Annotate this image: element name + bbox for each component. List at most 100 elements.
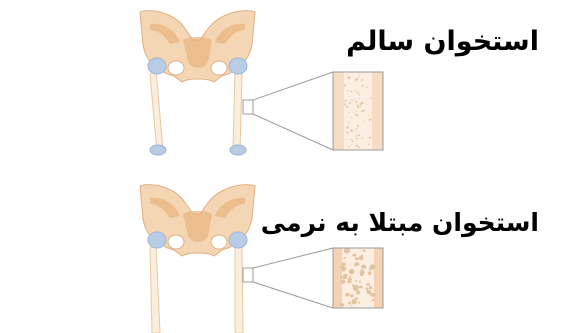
bone-pore xyxy=(346,106,349,108)
bone-pore xyxy=(350,129,352,132)
bone-pore xyxy=(369,286,372,289)
bone-pore xyxy=(347,90,349,91)
bone-pore xyxy=(355,79,358,81)
healthy-bone-label: استخوان سالم xyxy=(346,26,539,57)
bone-pore xyxy=(356,138,358,140)
bone-pore xyxy=(348,77,349,78)
bone-pore xyxy=(368,116,369,117)
bone-pore xyxy=(341,279,346,284)
bone-pore xyxy=(348,122,349,123)
bone-pore xyxy=(356,290,360,294)
left-femur xyxy=(150,244,160,333)
healthy-bone-cross-section xyxy=(333,72,383,150)
bone-pore xyxy=(355,90,357,91)
bone-pore xyxy=(370,112,371,113)
bone-pore xyxy=(361,265,366,269)
bone-pore xyxy=(352,299,357,304)
bone-pore xyxy=(356,114,358,116)
bone-pore xyxy=(354,265,356,267)
zoom-marker xyxy=(243,100,253,114)
bone-pore xyxy=(348,302,351,305)
healthy-skeleton xyxy=(140,11,255,155)
bone-pore xyxy=(343,257,346,259)
bone-pore xyxy=(360,106,361,107)
bone-pore xyxy=(353,76,354,77)
bone-pore xyxy=(372,299,375,301)
bone-pore xyxy=(345,293,349,297)
healthy-zoom-callout xyxy=(243,72,333,150)
bone-pore xyxy=(351,100,353,101)
osteoporosis-skeleton xyxy=(140,185,255,333)
bone-pore xyxy=(369,137,371,139)
bone-pore xyxy=(350,139,352,140)
bone-pore xyxy=(357,104,358,105)
bone-pore xyxy=(359,75,361,76)
pelvis xyxy=(140,11,255,82)
zoom-marker xyxy=(243,268,253,282)
bone-pore xyxy=(366,283,370,286)
bone-pore xyxy=(344,267,346,269)
bone-pore xyxy=(340,303,344,306)
bone-pore xyxy=(346,139,347,140)
bone-pore xyxy=(357,125,359,127)
bone-pore xyxy=(361,110,363,112)
pelvis xyxy=(140,185,255,256)
bone-pore xyxy=(349,269,355,274)
bone-pore xyxy=(359,281,361,283)
bone-pore xyxy=(357,106,359,108)
bone-pore xyxy=(356,111,357,112)
bone-pore xyxy=(366,87,368,88)
bone-pore xyxy=(344,104,346,106)
bone-pore xyxy=(351,117,352,118)
bone-pore xyxy=(349,96,350,97)
bone-pore xyxy=(355,135,357,136)
bone-pore xyxy=(353,99,354,100)
bone-pore xyxy=(358,146,360,148)
bone-pore xyxy=(359,98,360,99)
bone-pore xyxy=(350,91,352,92)
bone-pore xyxy=(344,84,346,86)
bone-pore xyxy=(350,305,352,306)
bone-pore xyxy=(342,263,346,266)
bone-pore xyxy=(368,143,370,145)
bone-pore xyxy=(359,286,363,289)
bone-pore xyxy=(364,110,365,111)
bone-pore xyxy=(370,119,372,120)
bone-pore xyxy=(356,145,358,147)
bone-pore xyxy=(370,97,372,98)
bone-pore xyxy=(358,94,360,95)
bone-pore xyxy=(347,127,349,129)
bone-pore xyxy=(356,128,358,130)
left-femur xyxy=(150,70,166,155)
bone-pore xyxy=(358,135,360,137)
bone-pore xyxy=(366,104,367,105)
bone-pore xyxy=(346,132,348,134)
bone-pore xyxy=(355,257,359,260)
bone-pore xyxy=(343,274,348,277)
bone-pore xyxy=(361,85,363,86)
bone-pore xyxy=(361,80,363,81)
bone-pore xyxy=(340,266,344,269)
bone-pore xyxy=(340,276,344,278)
bone-pore xyxy=(355,297,359,299)
bone-pore xyxy=(352,254,356,257)
bone-pore xyxy=(352,140,354,142)
bone-pore xyxy=(357,92,359,93)
osteoporosis-bone-label: استخوان مبتلا به نرمی xyxy=(261,208,539,237)
bone-pore xyxy=(355,101,357,103)
right-femur xyxy=(230,70,246,155)
bone-pore xyxy=(347,280,351,283)
bone-pore xyxy=(353,288,358,291)
right-femur xyxy=(235,244,243,333)
osteoporosis-bone-cross-section xyxy=(333,247,383,308)
bone-pore xyxy=(355,280,357,282)
bone-pore xyxy=(350,294,354,297)
bone-pore xyxy=(357,77,358,78)
bone-pore xyxy=(345,100,347,102)
bone-pore xyxy=(344,248,349,253)
bone-pore xyxy=(349,102,351,104)
bone-pore xyxy=(358,105,359,106)
bone-pore xyxy=(362,138,363,139)
bone-pore xyxy=(363,250,366,252)
